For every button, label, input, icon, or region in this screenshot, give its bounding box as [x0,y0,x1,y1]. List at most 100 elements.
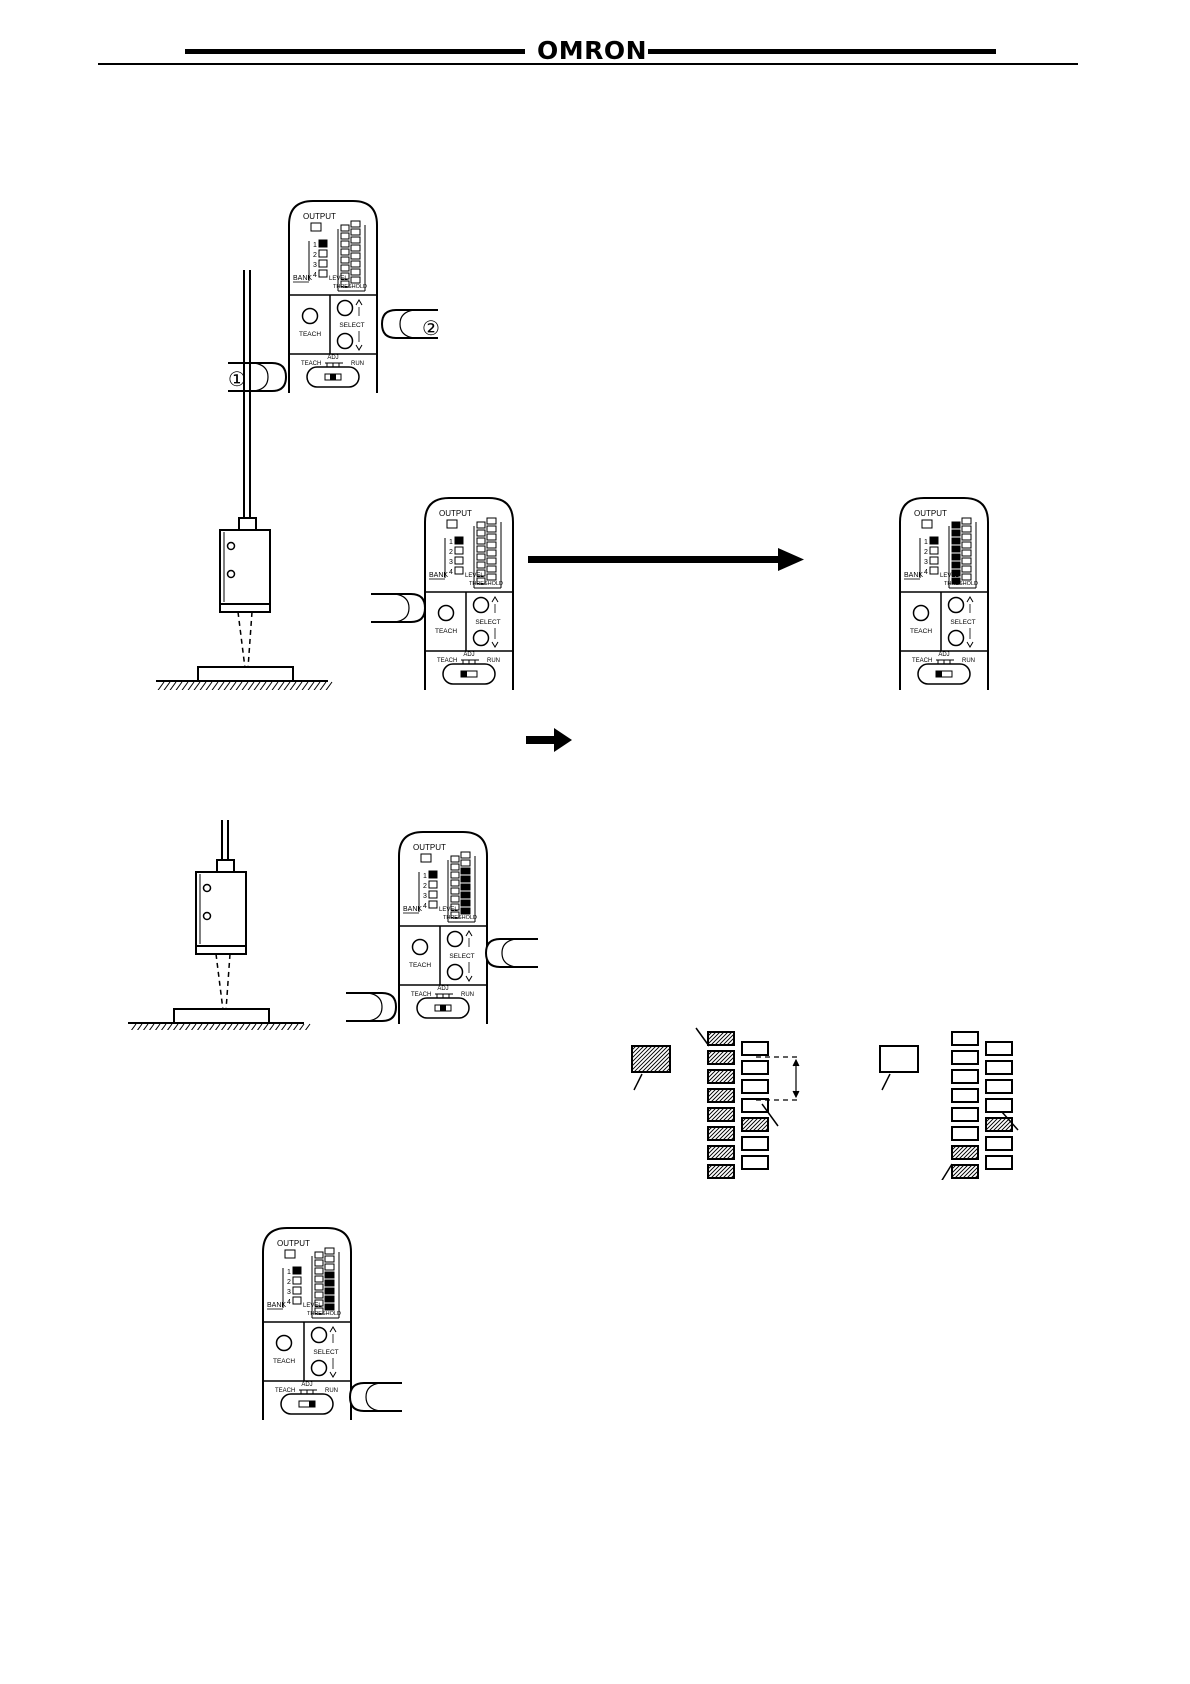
threshold-led [951,529,961,537]
level-led [741,1041,769,1056]
bank-indicator [292,1296,302,1305]
level-led [324,1303,335,1311]
threshold-led [476,561,486,569]
up-arrow-icon [491,596,499,603]
bank-indicator [929,556,939,565]
level-led [350,268,361,276]
level-led [324,1255,335,1263]
finger-pressing-select-button-2 [484,938,538,968]
threshold-led [476,577,486,585]
up-arrow-icon [329,1326,337,1333]
level-led [460,907,471,915]
level-led [460,891,471,899]
threshold-label: THRESHOLD [443,915,477,921]
bank-number: 3 [924,559,928,566]
switch-teach-label: TEACH [275,1388,295,1394]
threshold-label: THRESHOLD [333,284,367,290]
threshold-led [951,1069,979,1084]
bank-indicator [318,259,328,268]
indicator-diagram-1 [631,1027,800,1179]
teach-label: TEACH [273,1358,295,1365]
down-arrow-icon [491,641,499,648]
threshold-led [340,224,350,232]
up-arrow-icon [355,299,363,306]
select-down-button [472,629,490,647]
bank-label: BANK [293,275,312,282]
threshold-led [314,1259,324,1267]
level-led [460,859,471,867]
level-led [350,228,361,236]
threshold-led [951,553,961,561]
level-led [486,573,497,581]
down-arrow-icon [966,641,974,648]
output-indicator [310,222,322,232]
level-led [350,252,361,260]
bank-indicator [454,566,464,575]
bank-indicator [454,556,464,565]
threshold-led [450,895,460,903]
finger-pressing-mode-switch-2 [346,992,398,1022]
threshold-led [450,871,460,879]
switch-teach-label: TEACH [437,658,457,664]
select-label: SELECT [339,322,364,329]
level-led [350,276,361,284]
level-label: LEVEL [439,907,458,913]
level-led [961,517,972,525]
threshold-led [450,903,460,911]
select-up-button [472,596,490,614]
mode-switch-knob [440,1005,446,1011]
level-led [985,1136,1013,1151]
bank-indicator [428,890,438,899]
bank-number: 1 [423,873,427,880]
output-indicator [446,519,458,529]
level-label: LEVEL [329,276,348,282]
threshold-led [951,545,961,553]
level-led [486,549,497,557]
output-label: OUTPUT [413,843,446,852]
threshold-led [476,537,486,545]
bank-number: 4 [449,569,453,576]
mode-switch-knob [461,671,467,677]
level-led [961,549,972,557]
teach-button [912,604,930,622]
threshold-led [450,911,460,919]
threshold-led [951,1050,979,1065]
bank-indicator [292,1266,302,1275]
threshold-led [340,232,350,240]
threshold-led [476,529,486,537]
threshold-led [951,1031,979,1046]
bank-number: 4 [313,272,317,279]
bank-number: 2 [924,549,928,556]
threshold-led [314,1275,324,1283]
teach-label: TEACH [299,331,321,338]
level-led [460,899,471,907]
teach-label: TEACH [910,628,932,635]
switch-adj-label: ADJ [437,986,448,992]
output-indicator [879,1045,919,1073]
header-rule-thin [98,63,1078,65]
level-led [350,260,361,268]
level-led [985,1098,1013,1113]
level-label: LEVEL [303,1303,322,1309]
level-led [486,517,497,525]
bank-number: 1 [287,1269,291,1276]
threshold-label: THRESHOLD [469,581,503,587]
threshold-led [476,553,486,561]
threshold-led [314,1307,324,1315]
bank-number: 1 [313,242,317,249]
threshold-label: THRESHOLD [944,581,978,587]
threshold-led [340,264,350,272]
switch-adj-label: ADJ [301,1382,312,1388]
select-down-button [310,1359,328,1377]
level-led [741,1136,769,1151]
finger-pressing-mode-switch [228,362,288,392]
select-up-button [947,596,965,614]
level-led [460,875,471,883]
level-led [961,573,972,581]
mode-switch-knob [936,671,942,677]
bank-indicator [454,536,464,545]
output-indicator [420,853,432,863]
transition-arrow-short [526,728,572,752]
